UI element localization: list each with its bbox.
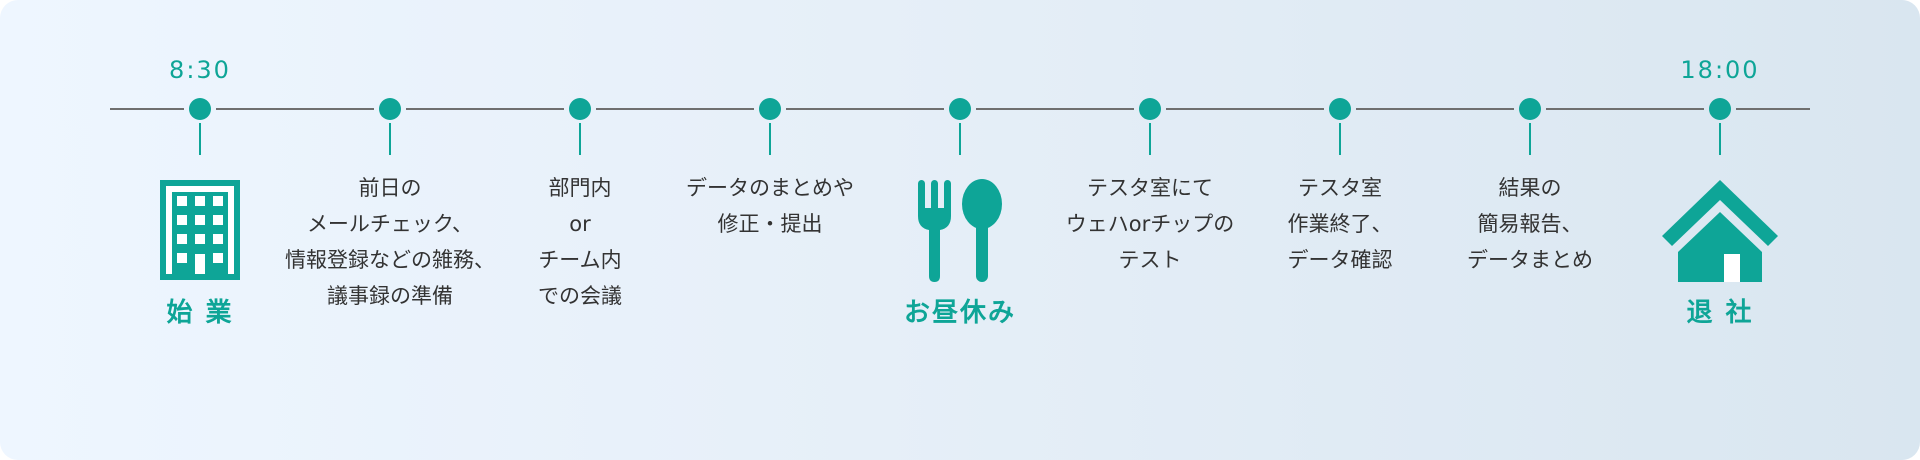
timeline-node-meeting <box>569 98 591 120</box>
step-meeting-text: 部門内 or チーム内 での会議 <box>538 176 622 308</box>
start-label: 始 業 <box>166 298 234 328</box>
step-test-text: テスタ室にて ウェハorチップの テスト <box>1065 176 1235 272</box>
leave-label: 退 社 <box>1686 298 1754 328</box>
timeline-node-data <box>759 98 781 120</box>
timeline-node-leave <box>1709 98 1731 120</box>
start-time: 8:30 <box>169 56 231 84</box>
timeline-tick <box>959 123 961 155</box>
timeline-line <box>1546 108 1704 110</box>
timeline-line <box>406 108 564 110</box>
house-icon <box>1662 180 1778 282</box>
timeline-node-email <box>379 98 401 120</box>
timeline-line <box>976 108 1134 110</box>
fork-spoon-icon <box>918 179 1002 282</box>
timeline-line <box>1166 108 1324 110</box>
timeline-tick <box>389 123 391 155</box>
timeline-tick <box>1339 123 1341 155</box>
timeline-line <box>596 108 754 110</box>
lunch-label: お昼休み <box>903 298 1016 328</box>
step-test-end-text: テスタ室 作業終了、 データ確認 <box>1287 176 1393 272</box>
timeline-node-lunch <box>949 98 971 120</box>
timeline-tick <box>1149 123 1151 155</box>
timeline-tick <box>1529 123 1531 155</box>
timeline-line <box>216 108 374 110</box>
timeline-tick <box>1719 123 1721 155</box>
timeline-node-report <box>1519 98 1541 120</box>
timeline-line <box>110 108 184 110</box>
timeline-tick <box>199 123 201 155</box>
timeline-line <box>1736 108 1810 110</box>
timeline-tick <box>769 123 771 155</box>
step-email-text: 前日の メールチェック、 情報登録などの雑務、 議事録の準備 <box>285 176 495 308</box>
timeline-line <box>1356 108 1514 110</box>
timeline-tick <box>579 123 581 155</box>
timeline-line <box>786 108 944 110</box>
step-report-text: 結果の 簡易報告、 データまとめ <box>1467 176 1593 272</box>
step-data-text: データのまとめや 修正・提出 <box>686 176 854 236</box>
timeline-node-test <box>1139 98 1161 120</box>
timeline-node-test-end <box>1329 98 1351 120</box>
end-time: 18:00 <box>1680 56 1760 84</box>
timeline-node-start <box>189 98 211 120</box>
building-icon <box>160 180 240 280</box>
